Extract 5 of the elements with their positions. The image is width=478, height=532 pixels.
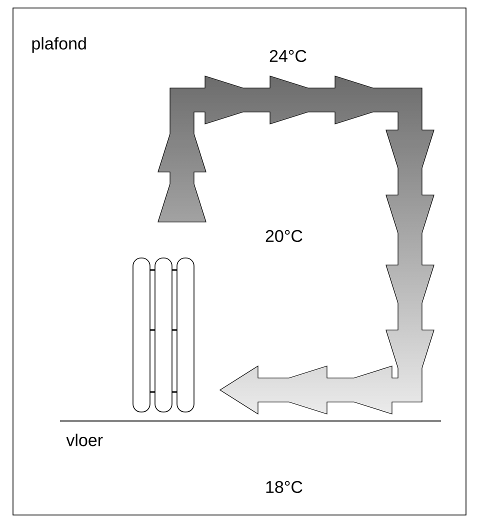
label: vloer — [66, 434, 103, 446]
label: 20°C — [266, 230, 302, 242]
label: 18°C — [266, 480, 302, 494]
label: 24°C — [270, 50, 306, 62]
label: plafond — [32, 37, 86, 53]
